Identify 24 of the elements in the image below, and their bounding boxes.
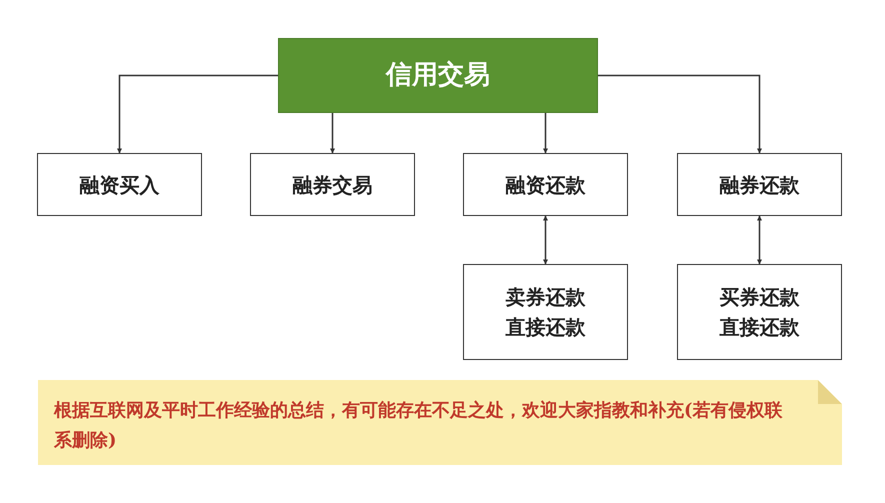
node-label: 直接还款 xyxy=(506,314,586,341)
node-label: 直接还款 xyxy=(720,314,800,341)
root-box xyxy=(278,38,598,113)
arrow xyxy=(543,113,548,154)
note-text: 根据互联网及平时工作经验的总结，有可能存在不足之处，欢迎大家指教和补充(若有侵权联系删除) xyxy=(54,399,784,453)
node-label: 卖券还款 xyxy=(506,284,586,311)
note-box xyxy=(38,380,842,465)
process-box xyxy=(250,153,415,216)
node-label: 融券还款 xyxy=(720,172,800,198)
arrow xyxy=(543,216,548,264)
process-box xyxy=(37,153,202,216)
arrow xyxy=(117,74,278,154)
node-label: 信用交易 xyxy=(386,59,490,92)
node-label: 融券交易 xyxy=(292,172,372,198)
node-label: 买券还款 xyxy=(720,284,800,311)
arrow xyxy=(330,113,335,154)
process-box xyxy=(463,264,628,360)
arrow xyxy=(757,216,762,264)
node-label: 融资还款 xyxy=(506,172,586,198)
process-box xyxy=(677,264,842,360)
arrow xyxy=(598,74,762,154)
process-box xyxy=(463,153,628,216)
process-box xyxy=(677,153,842,216)
node-label: 融资买入 xyxy=(80,172,160,198)
